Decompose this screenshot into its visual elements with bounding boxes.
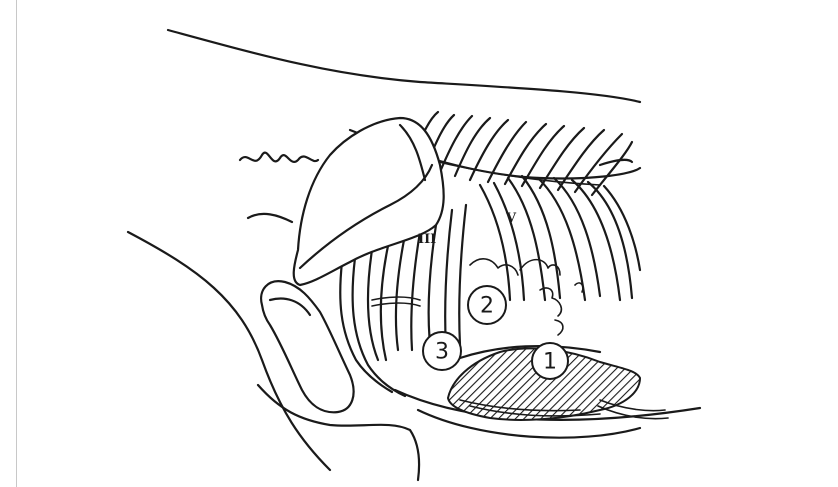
site-marker-2-label: 2 — [480, 294, 494, 319]
dorsal-body-outline — [168, 30, 640, 102]
site-marker-1: 1 — [532, 343, 568, 379]
site-marker-1-label: 1 — [543, 350, 557, 375]
site-marker-3-label: 3 — [435, 340, 449, 365]
rib-label-iii: III — [418, 232, 436, 247]
neck-muscle-line — [248, 214, 292, 222]
site-marker-3: 3 — [423, 332, 461, 370]
neck-muscle-squiggle — [240, 153, 318, 162]
scapula-bone — [294, 118, 444, 285]
site-marker-2: 2 — [468, 286, 506, 324]
rib-label-v: V — [505, 211, 517, 226]
